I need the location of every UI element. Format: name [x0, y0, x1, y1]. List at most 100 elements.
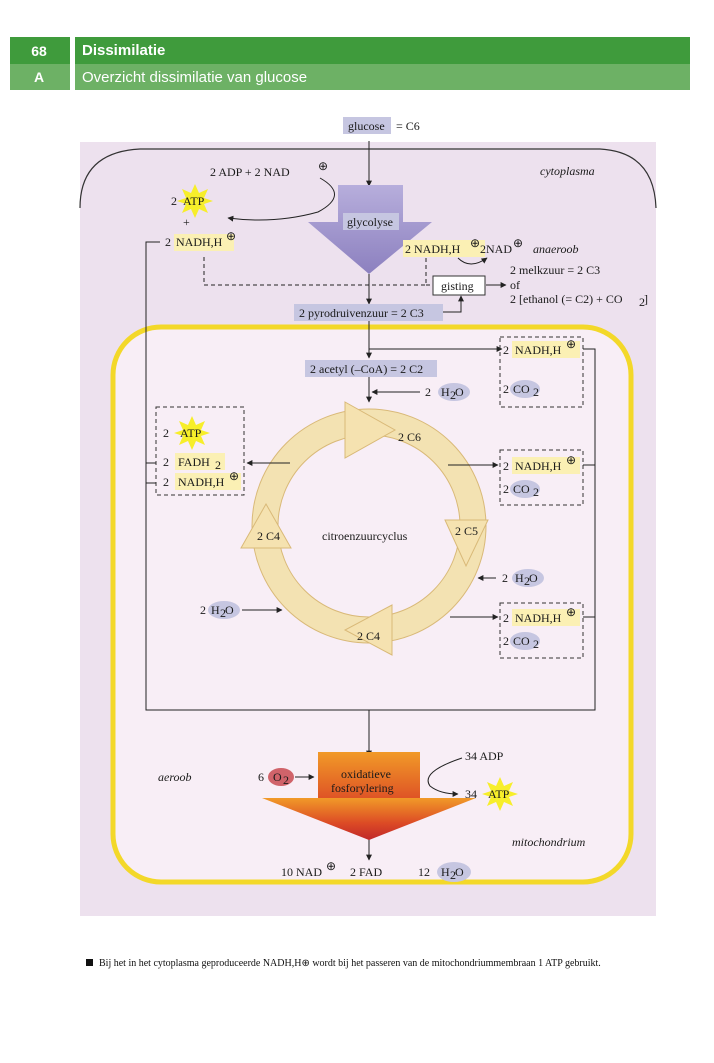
svg-text:⊕: ⊕ [326, 859, 336, 873]
atp-34-label: ATP [488, 787, 510, 801]
svg-text:H: H [441, 385, 450, 399]
acetyl-box [305, 360, 437, 377]
svg-text:2: 2 [450, 388, 456, 402]
cycle-arrow-c4-left [240, 502, 292, 549]
svg-text:2: 2 [220, 606, 226, 620]
fosforylering-label: fosforylering [331, 781, 394, 795]
atp-label: ATP [183, 194, 205, 208]
svg-text:2: 2 [215, 458, 221, 472]
c4-bottom-label: 2 C4 [357, 629, 380, 643]
svg-text:NADH,H: NADH,H [178, 475, 225, 489]
nadh-co2-box-3 [499, 602, 584, 659]
svg-text:O: O [273, 770, 282, 784]
svg-text:2: 2 [503, 343, 509, 357]
glycolyse-label: glycolyse [347, 215, 393, 229]
acetyl-coa-label: 2 acetyl (–CoA) = 2 C2 [310, 362, 423, 376]
h2o-bubble [512, 569, 544, 587]
svg-text:2: 2 [425, 385, 431, 399]
atp-fadh-nadh-box [155, 406, 245, 496]
glucose-carbon: = C6 [396, 119, 420, 133]
caption-text: Bij het in het cytoplasma geproduceerde … [99, 958, 601, 969]
svg-text:CO: CO [513, 482, 530, 496]
svg-text:2: 2 [283, 773, 289, 787]
cycle-arrow-c5 [444, 519, 489, 568]
nadh-box [512, 341, 580, 358]
svg-text:H: H [211, 603, 220, 617]
co2-bubble [510, 480, 540, 498]
adp-nad-input: 2 ADP + 2 NAD [210, 165, 290, 179]
svg-text:2: 2 [524, 574, 530, 588]
chapter-header: 68 Dissimilatie [10, 37, 690, 64]
pyrodruivenzuur-label: 2 pyrodruivenzuur = 2 C3 [299, 306, 424, 320]
nadh-anaerobic: 2 NADH,H [405, 242, 461, 256]
aeroob-label: aeroob [158, 770, 192, 784]
svg-text:⊕: ⊕ [513, 236, 523, 250]
pyrodruivenzuur-box [294, 304, 443, 321]
svg-text:2: 2 [503, 459, 509, 473]
nadh-box [174, 234, 234, 251]
svg-text:CO: CO [513, 634, 530, 648]
gisting-box [432, 275, 486, 296]
svg-text:2: 2 [163, 475, 169, 489]
svg-text:2: 2 [503, 382, 509, 396]
h2o-bubble [438, 383, 470, 401]
svg-text:2: 2 [450, 868, 456, 882]
section-header: A Overzicht dissimilatie van glucose [10, 64, 690, 90]
fad-2-output: 2 FAD [350, 865, 382, 879]
svg-text:2: 2 [502, 571, 508, 585]
c6-label: 2 C6 [398, 430, 421, 444]
plus-sign: + [183, 215, 190, 229]
c4-left-label: 2 C4 [257, 529, 280, 543]
svg-text:2: 2 [200, 603, 206, 617]
header-divider [70, 37, 75, 64]
svg-text:NADH,H: NADH,H [515, 343, 562, 357]
svg-text:2: 2 [503, 482, 509, 496]
chapter-number: 68 [31, 42, 47, 59]
svg-text:2: 2 [163, 455, 169, 469]
svg-text:NADH,H: NADH,H [515, 611, 562, 625]
cycle-arrow-c4-bottom [343, 604, 393, 656]
nad-anaerobic: 2NAD [480, 242, 512, 256]
nadh-coef: 2 [165, 235, 171, 249]
oxidatieve-label: oxidatieve [341, 767, 391, 781]
svg-text:2: 2 [639, 295, 645, 309]
co2-bubble [510, 380, 540, 398]
figure-caption: Bij het in het cytoplasma geproduceerde … [86, 958, 601, 969]
bullet-square-icon [86, 959, 93, 966]
svg-text:]: ] [644, 292, 648, 306]
cytoplasma-label: cytoplasma [540, 164, 595, 178]
gisting-label: gisting [441, 279, 474, 293]
mitochondrion [110, 324, 634, 885]
svg-text:⊕: ⊕ [566, 605, 576, 619]
section-letter: A [33, 69, 45, 85]
nadh-co2-box-2 [499, 449, 584, 506]
nad-10-output: 10 NAD [281, 865, 322, 879]
nadh-box [512, 457, 580, 474]
h2o-bubble [208, 601, 240, 619]
melkzuur-product: 2 melkzuur = 2 C3 [510, 263, 600, 277]
svg-text:O: O [455, 865, 464, 879]
svg-text:H: H [441, 865, 450, 879]
cell-membrane [79, 148, 657, 209]
cycle-arrow-c6 [344, 401, 397, 459]
atp-coef: 2 [171, 194, 177, 208]
svg-text:2: 2 [163, 426, 169, 440]
svg-text:O: O [529, 571, 538, 585]
co2-bubble [510, 632, 540, 650]
ethanol-product: 2 [ethanol (= C2) + CO [510, 292, 623, 306]
svg-text:H: H [515, 571, 524, 585]
svg-text:⊕: ⊕ [470, 236, 480, 250]
header-divider [70, 64, 75, 90]
svg-text:12: 12 [418, 865, 430, 879]
glycolyse-label-box [343, 213, 399, 230]
nadh-label: NADH,H [176, 235, 223, 249]
svg-text:O: O [225, 603, 234, 617]
svg-text:⊕: ⊕ [226, 229, 236, 243]
citroenzuurcyclus-label: citroenzuurcyclus [322, 529, 408, 543]
anaeroob-label: anaeroob [533, 242, 579, 256]
svg-text:⊕: ⊕ [229, 469, 239, 483]
nad-charge: ⊕ [318, 159, 328, 173]
nadh-box [512, 609, 580, 626]
o2-bubble [268, 768, 294, 786]
